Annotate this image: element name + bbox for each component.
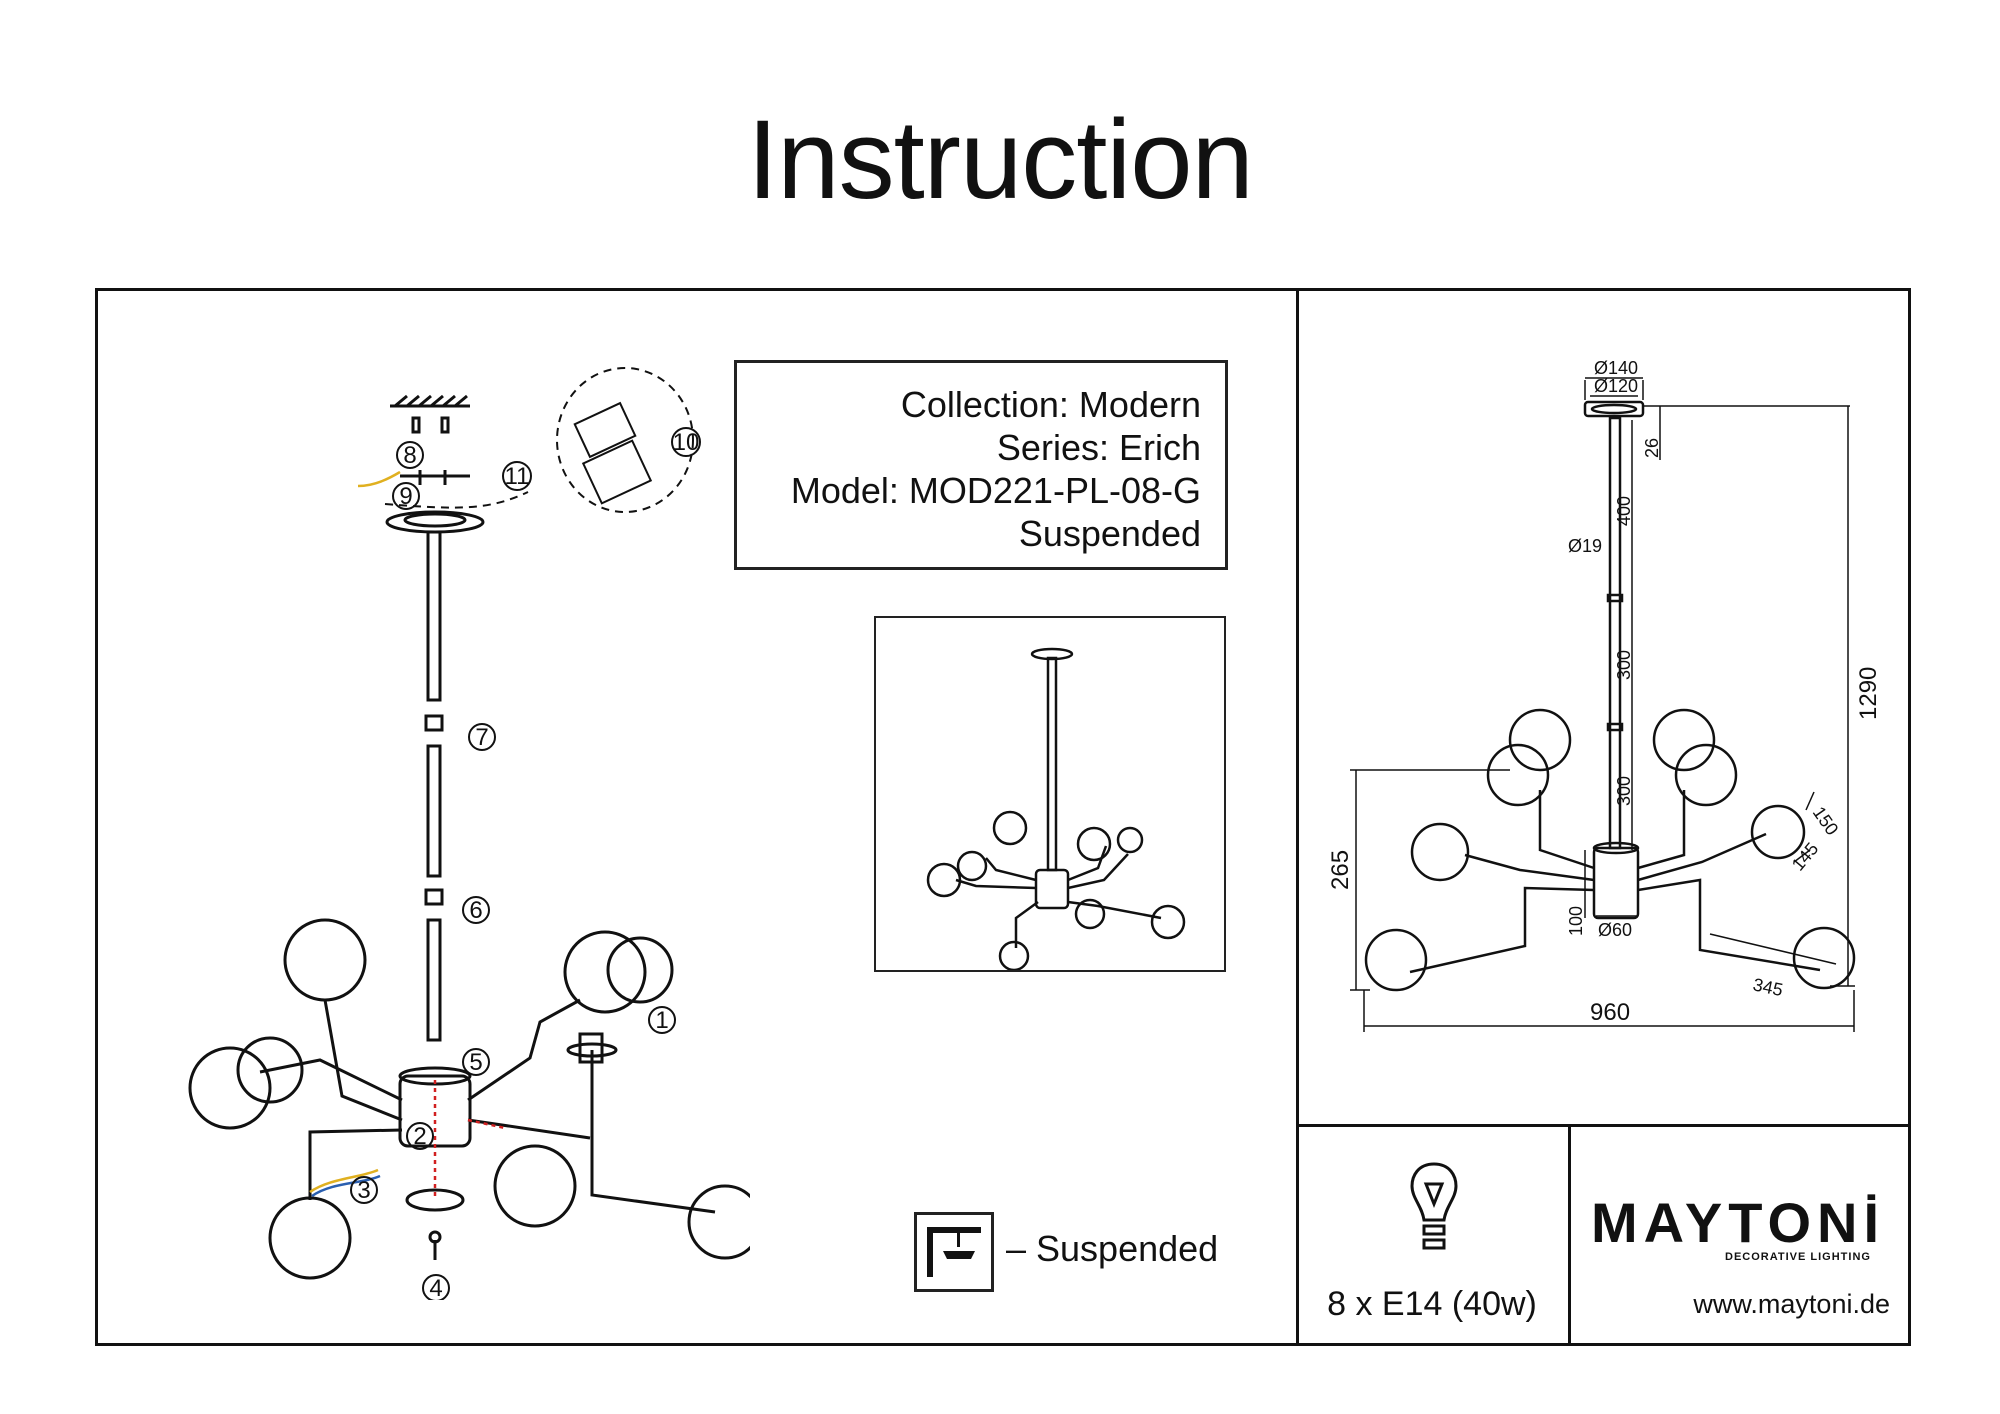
dim-canopy-inner: Ø120: [1594, 376, 1638, 396]
dim-body-height: 265: [1327, 850, 1354, 890]
step-3-label: 3: [357, 1177, 370, 1204]
frame-divider-horizontal: [1296, 1124, 1911, 1127]
product-info-box: Collection: Modern Series: Erich Model: …: [734, 360, 1228, 570]
page-title: Instruction: [747, 97, 1254, 222]
step-2-label: 2: [413, 1123, 426, 1150]
dim-hub-height: 100: [1566, 906, 1586, 936]
suspended-icon: [914, 1212, 994, 1292]
dim-canopy-outer: Ø140: [1594, 358, 1638, 378]
dim-rod-diameter: Ø19: [1568, 536, 1602, 556]
dim-arm: 345: [1751, 974, 1785, 1000]
dim-canopy-height: 26: [1642, 438, 1662, 458]
step-4-label: 4: [429, 1275, 442, 1300]
thumbnail-drawing: [926, 647, 1186, 972]
dim-globe-145: 145: [1788, 839, 1823, 875]
assembly-diagram: 8 9 11 10 7 6 5 1 2 3 4: [188, 367, 750, 1300]
lamp-spec: 8 x E14 (40w): [1327, 1285, 1537, 1323]
legend-label: – Suspended: [1006, 1228, 1219, 1269]
product-thumbnail: [874, 616, 1226, 972]
website-link[interactable]: www.maytoni.de: [1693, 1289, 1890, 1319]
dim-total-width: 960: [1590, 999, 1630, 1026]
dim-globe-150: 150: [1809, 803, 1843, 839]
ceiling-icon: [390, 394, 470, 434]
wires-icon: [309, 470, 506, 1200]
dimension-drawing: Ø140 Ø120 26 Ø19 400 300 300 100 Ø60 150…: [1327, 358, 1882, 1032]
bulb-icon: [1410, 1162, 1458, 1250]
step-5-label: 5: [469, 1049, 482, 1076]
step-6-label: 6: [469, 897, 482, 924]
dim-rod-1: 400: [1614, 496, 1634, 526]
frame-divider-vertical: [1296, 291, 1299, 1343]
brand-tagline: DECORATIVE LIGHTING: [1725, 1251, 1871, 1263]
dim-hub-diameter: Ø60: [1598, 920, 1632, 940]
step-7-label: 7: [475, 724, 488, 751]
instruction-frame: [95, 288, 1911, 1346]
model-label: Model: MOD221-PL-08-G: [790, 470, 1201, 511]
step-1-label: 1: [655, 1007, 668, 1034]
step-10-label: 10: [673, 429, 700, 456]
dim-total-height: 1290: [1855, 667, 1882, 720]
brand-logo: MAYTONİ: [1590, 1191, 1886, 1254]
footer-divider: [1568, 1124, 1571, 1343]
step-9-label: 9: [399, 483, 412, 510]
collection-label: Collection: Modern: [900, 384, 1201, 425]
series-label: Series: Erich: [996, 427, 1201, 468]
step-8-label: 8: [403, 442, 416, 469]
dim-rod-2: 300: [1614, 650, 1634, 680]
step-11-label: 11: [505, 463, 530, 490]
type-label: Suspended: [1018, 513, 1201, 554]
dim-rod-3: 300: [1614, 776, 1634, 806]
